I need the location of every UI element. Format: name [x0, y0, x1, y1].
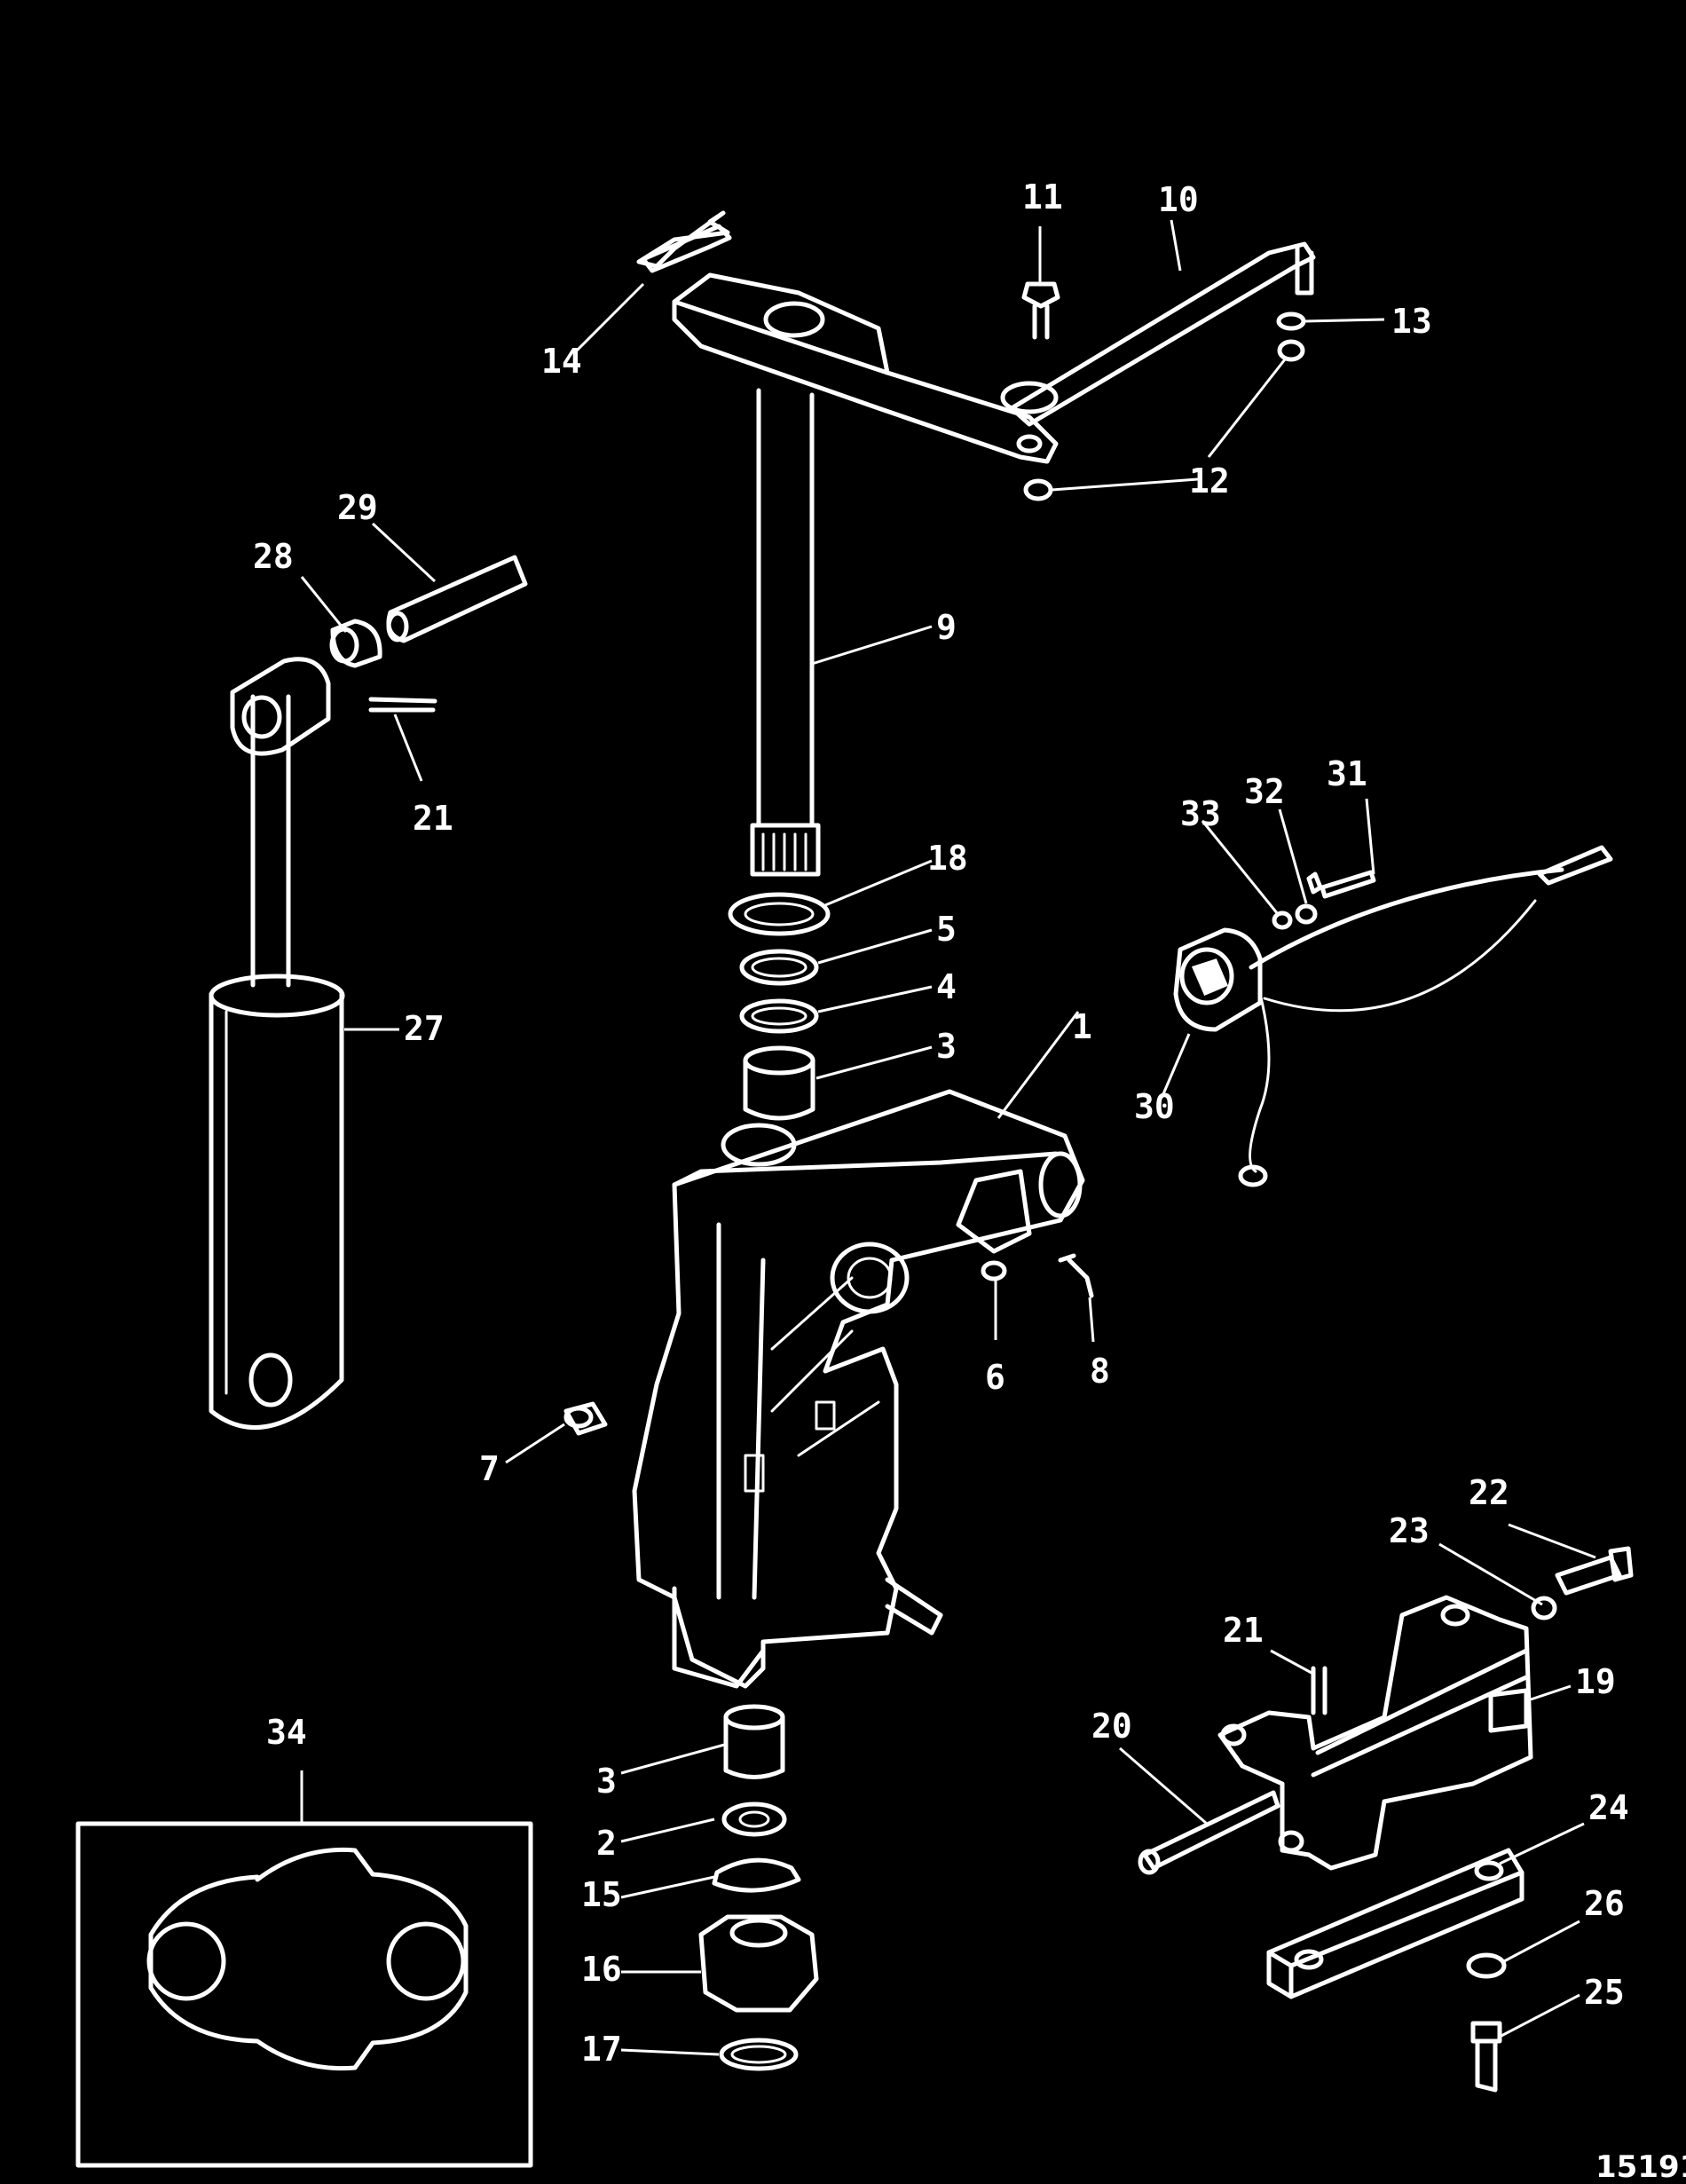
trim-sender-parts	[1173, 845, 1613, 1187]
callout-9: 9	[936, 608, 957, 647]
bolt-part-11	[1021, 281, 1060, 340]
callout-34: 34	[266, 1713, 307, 1752]
callout-2: 2	[596, 1824, 617, 1863]
lower-bushing-stack	[698, 1704, 819, 2071]
transom-clamp-parts	[1138, 1546, 1634, 2093]
callout-12b: 12	[1189, 461, 1230, 501]
callout-7: 7	[479, 1449, 500, 1488]
callout-5: 5	[936, 910, 957, 949]
callout-33: 33	[1180, 794, 1221, 833]
trim-cylinder-part	[209, 694, 345, 1430]
callout-20: 20	[1091, 1707, 1132, 1746]
steering-arm-part	[636, 210, 1059, 464]
callout-18: 18	[927, 839, 968, 878]
steering-shaft-part	[750, 388, 821, 877]
callout-21a: 21	[1223, 1611, 1264, 1650]
callout-16: 16	[581, 1950, 622, 1989]
callout-19: 19	[1575, 1662, 1616, 1701]
callout-27: 27	[404, 1009, 445, 1048]
callout-22: 22	[1469, 1473, 1509, 1512]
callout-6: 6	[985, 1358, 1005, 1397]
callout-1: 1	[1072, 1007, 1092, 1046]
callout-15: 15	[581, 1875, 622, 1914]
nut-washer-parts	[1023, 311, 1306, 501]
swivel-bracket-part	[632, 1089, 1085, 1689]
callout-8: 8	[1090, 1352, 1110, 1391]
screws-6-8	[981, 1253, 1094, 1298]
upper-bushing-stack	[728, 892, 831, 1121]
callout-3a: 3	[936, 1027, 957, 1066]
callout-3b: 3	[596, 1762, 617, 1801]
callout-26: 26	[1584, 1884, 1625, 1923]
callout-21b: 21	[413, 799, 453, 838]
bushing-part-7	[563, 1401, 608, 1436]
figure-number: 15191	[1595, 2149, 1686, 2184]
callout-32: 32	[1244, 772, 1285, 811]
clip-part-14	[641, 224, 732, 273]
callout-17: 17	[581, 2030, 622, 2069]
callout-11: 11	[1022, 177, 1063, 217]
leader-lines	[300, 219, 1596, 2056]
callout-14: 14	[541, 342, 582, 381]
callout-4: 4	[936, 967, 957, 1006]
callout-10: 10	[1158, 180, 1199, 219]
callout-24: 24	[1588, 1788, 1629, 1827]
callout-30: 30	[1134, 1087, 1175, 1126]
callout-25: 25	[1584, 1973, 1625, 2012]
tie-bar-part	[1000, 241, 1316, 427]
callout-labels: 1 2 3 3 4 5 6 7 8 9 10 11 12 12 13 14 15…	[253, 177, 1629, 2069]
callout-28: 28	[253, 537, 294, 576]
cylinder-eye-parts	[230, 555, 528, 756]
callout-23: 23	[1389, 1511, 1430, 1550]
callout-31: 31	[1327, 754, 1367, 793]
callout-29: 29	[337, 488, 378, 527]
gasket-inset-part-34	[75, 1821, 533, 2168]
callout-13: 13	[1391, 302, 1432, 341]
